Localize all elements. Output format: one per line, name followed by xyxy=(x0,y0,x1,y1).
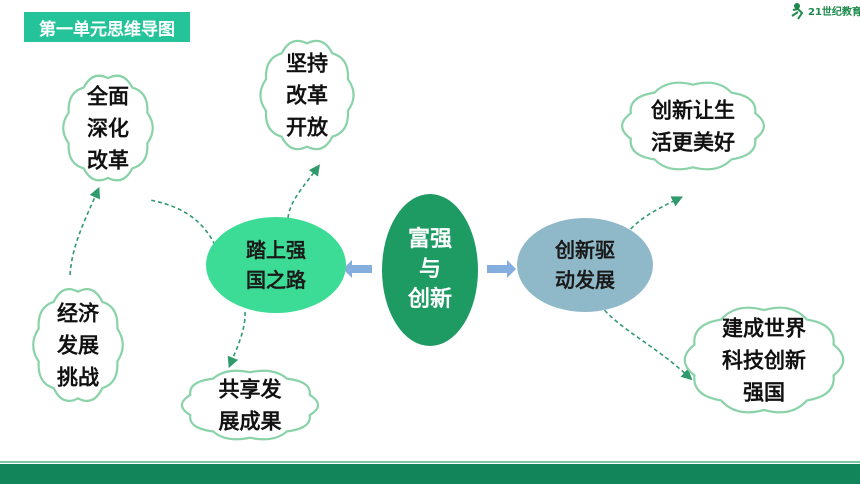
connector-to-innovation-life xyxy=(621,196,684,241)
cloud-open-reform-text-line-2: 改革 xyxy=(286,84,328,108)
cloud-economic-challenge[interactable] xyxy=(32,288,124,402)
cloud-tech-power-text-line-3: 强国 xyxy=(743,381,785,405)
cloud-economic-challenge-text-line-3: 挑战 xyxy=(57,366,99,390)
cloud-deepen-reform[interactable] xyxy=(62,74,154,182)
connectors xyxy=(69,164,693,381)
left-block-arrow xyxy=(343,260,372,278)
right-branch-node[interactable] xyxy=(517,218,653,312)
left-branch-node[interactable] xyxy=(206,217,346,313)
cloud-open-reform-text-line-1: 坚持 xyxy=(286,52,328,76)
left-branch-text-line-1: 踏上强 xyxy=(246,238,306,262)
center-node[interactable] xyxy=(382,194,478,346)
left-branch-text-line-2: 国之路 xyxy=(246,268,307,292)
connector-to-share-results xyxy=(227,311,246,369)
right-block-arrow xyxy=(487,260,516,278)
footer-bar xyxy=(0,464,860,484)
cloud-share-results-text-line-1: 共享发 xyxy=(219,378,283,402)
right-branch-text-line-1: 创新驱 xyxy=(554,238,615,262)
footer-line xyxy=(0,461,860,463)
cloud-tech-power[interactable] xyxy=(683,306,845,414)
page-title: 第一单元思维导图 xyxy=(24,12,190,42)
cloud-economic-challenge-text-line-2: 发展 xyxy=(56,334,99,358)
connector-challenge-to-reform xyxy=(69,186,101,276)
cloud-tech-power-text-line-1: 建成世界 xyxy=(722,317,806,341)
cloud-innovation-life-text-line-1: 创新让生 xyxy=(650,99,735,123)
cloud-deepen-reform-text-line-3: 改革 xyxy=(87,149,129,173)
clouds xyxy=(32,39,845,441)
cloud-innovation-life[interactable] xyxy=(621,81,765,171)
cloud-deepen-reform-text-line-2: 深化 xyxy=(87,117,129,141)
connector-to-open-reform xyxy=(287,164,320,219)
node-texts: 富强与创新踏上强国之路创新驱动发展全面深化改革坚持改革开放经济发展挑战共享发展成… xyxy=(56,52,806,434)
cloud-open-reform-text-line-3: 开放 xyxy=(286,116,329,140)
cloud-innovation-life-text-line-2: 活更美好 xyxy=(651,131,735,155)
center-node-text-line-2: 与 xyxy=(419,257,441,282)
cloud-share-results[interactable] xyxy=(180,369,320,441)
cloud-deepen-reform-text-line-1: 全面 xyxy=(86,85,129,109)
cloud-open-reform[interactable] xyxy=(259,39,355,151)
center-node-text-line-3: 创新 xyxy=(407,286,452,312)
connector-to-tech-power xyxy=(599,304,693,381)
cloud-share-results-text-line-2: 展成果 xyxy=(219,410,282,434)
cloud-economic-challenge-text-line-1: 经济 xyxy=(57,302,100,326)
cloud-tech-power-text-line-2: 科技创新 xyxy=(722,349,806,373)
connector-to-deepen-reform xyxy=(149,199,216,246)
logo-icon xyxy=(791,3,804,20)
right-branch-text-line-2: 动发展 xyxy=(555,268,615,292)
logo-text: 21世纪教育 xyxy=(808,7,860,18)
center-node-text-line-1: 富强 xyxy=(408,226,452,252)
